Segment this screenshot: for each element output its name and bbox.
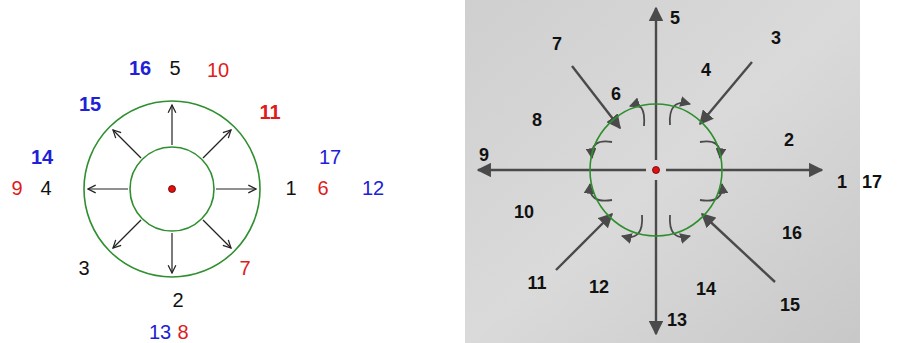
- callout-number: 14: [31, 147, 53, 167]
- callout-number: 4: [701, 61, 711, 79]
- curved-arrows: [590, 103, 722, 237]
- callout-number: 9: [11, 178, 22, 198]
- callout-number: 8: [532, 111, 542, 129]
- callout-number: 13: [149, 322, 171, 342]
- callout-number: 16: [129, 58, 151, 78]
- callout-number: 11: [259, 102, 280, 122]
- callout-number: 16: [782, 224, 802, 242]
- callout-number: 8: [177, 322, 188, 342]
- callout-number: 1: [285, 178, 296, 198]
- callout-number: 6: [611, 85, 621, 103]
- callout-number: 11: [527, 274, 546, 292]
- callout-number: 1: [837, 173, 847, 191]
- callout-number: 15: [79, 94, 101, 114]
- callout-number: 5: [169, 58, 180, 78]
- callout-number: 7: [552, 35, 562, 53]
- center-dot: [169, 186, 176, 193]
- photo-ground: [465, 0, 860, 343]
- callout-number: 4: [40, 178, 51, 198]
- green-circle: [590, 104, 722, 236]
- callout-number: 14: [696, 280, 716, 298]
- callout-number: 6: [317, 178, 328, 198]
- callout-number: 12: [589, 278, 609, 296]
- callout-number: 12: [362, 178, 384, 198]
- callout-number: 2: [784, 131, 794, 149]
- inner-circle: [130, 147, 214, 231]
- callout-number: 13: [667, 311, 687, 329]
- callout-number: 5: [670, 9, 680, 27]
- radial-arrows: [88, 105, 256, 273]
- straight-arrows: [478, 8, 822, 334]
- callout-number: 17: [319, 147, 341, 167]
- callout-number: 2: [172, 290, 183, 310]
- callout-number: 7: [239, 258, 250, 278]
- callout-number: 3: [771, 29, 781, 47]
- left-figure: [84, 101, 260, 277]
- callout-number: 10: [514, 203, 534, 221]
- callout-number: 17: [862, 173, 882, 191]
- callout-number: 10: [207, 60, 229, 80]
- callout-number: 15: [780, 296, 800, 314]
- callout-number: 3: [78, 258, 89, 278]
- callout-number: 9: [479, 146, 489, 164]
- center-dot: [653, 167, 660, 174]
- right-figure: [465, 0, 860, 343]
- outer-circle: [84, 101, 260, 277]
